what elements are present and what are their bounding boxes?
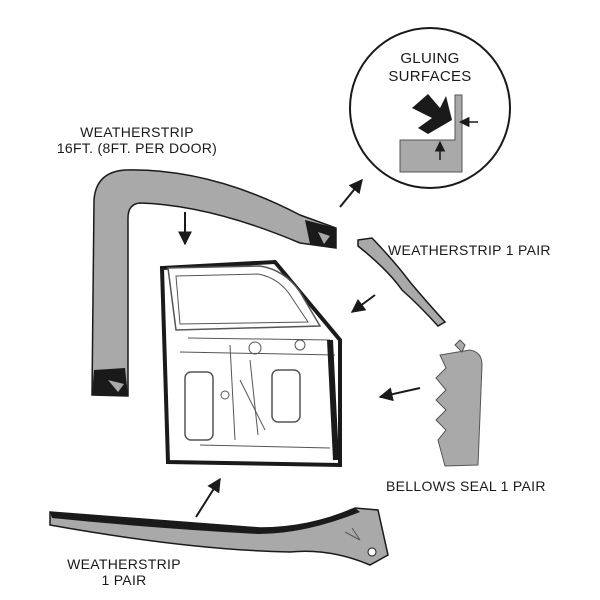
pointer-arrows: [178, 178, 421, 518]
weatherstrip-bottom-label-line2: 1 PAIR: [101, 572, 147, 588]
weatherstrip-top-label-line1: WEATHERSTRIP: [80, 124, 194, 140]
weatherstrip-bottom-part: [49, 507, 389, 566]
weatherstrip-top-label: WEATHERSTRIP 16FT. (8FT. PER DOOR): [48, 124, 226, 156]
bellows-seal-label: BELLOWS SEAL 1 PAIR: [386, 478, 546, 494]
weatherstrip-bottom-label-line1: WEATHERSTRIP: [67, 556, 181, 572]
door-frame: [159, 259, 342, 468]
weatherstrip-top-label-line2: 16FT. (8FT. PER DOOR): [56, 140, 218, 156]
bellows-seal-part: [435, 339, 483, 467]
gluing-detail-circle: [349, 27, 511, 189]
weatherstrip-top-part: [91, 169, 337, 397]
weatherstrip-bottom-label: WEATHERSTRIP 1 PAIR: [60, 556, 188, 588]
weatherstrip-right-label: WEATHERSTRIP 1 PAIR: [388, 242, 551, 258]
gluing-label-line1: GLUING: [400, 50, 460, 67]
gluing-label-line2: SURFACES: [388, 68, 472, 85]
weatherstrip-right-part: [357, 237, 447, 327]
gluing-surfaces-label: GLUING SURFACES: [380, 50, 480, 86]
